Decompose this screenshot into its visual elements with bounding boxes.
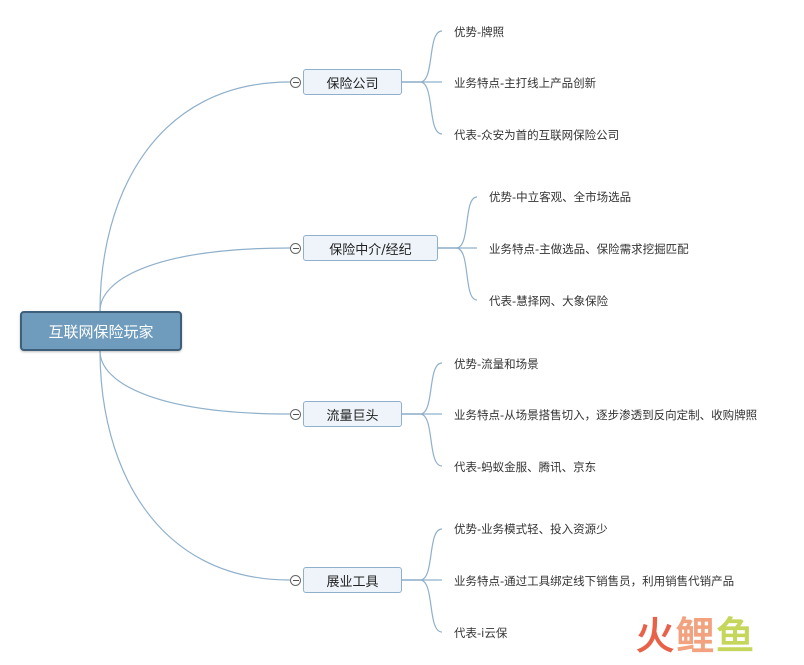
branch-leaf-connector	[402, 362, 443, 415]
root-branch-connector	[99, 350, 291, 581]
collapse-toggle-icon[interactable]	[290, 409, 301, 420]
watermark-char: 鱼	[716, 614, 757, 658]
root-node[interactable]: 互联网保险玩家	[20, 311, 182, 351]
branch-leaf-connector	[402, 30, 443, 83]
branch-leaf-connector	[402, 81, 443, 135]
collapse-toggle-icon[interactable]	[290, 575, 301, 586]
leaf-representative[interactable]: 代表-i云保	[454, 626, 508, 640]
branch-leaf-connector	[438, 247, 478, 301]
watermark-char: 鲤	[676, 614, 717, 658]
leaf-business-feature[interactable]: 业务特点-主做选品、保险需求挖掘匹配	[489, 242, 689, 256]
leaf-advantage[interactable]: 优势-中立客观、全市场选品	[489, 190, 632, 204]
branch-node-insurance-company[interactable]: 保险公司	[303, 69, 402, 95]
branch-leaf-connector	[402, 413, 443, 467]
leaf-representative[interactable]: 代表-众安为首的互联网保险公司	[454, 128, 620, 142]
branch-leaf-connector	[402, 579, 443, 633]
watermark-char: 火	[636, 614, 677, 658]
leaf-business-feature[interactable]: 业务特点-从场景搭售切入，逐步渗透到反向定制、收购牌照	[454, 408, 758, 422]
branch-node-sales-tools[interactable]: 展业工具	[303, 567, 402, 593]
collapse-toggle-icon[interactable]	[290, 77, 301, 88]
watermark-logo: 火鲤鱼	[636, 614, 756, 658]
leaf-advantage[interactable]: 优势-牌照	[454, 25, 505, 39]
branch-leaf-connector	[402, 528, 443, 581]
collapse-toggle-icon[interactable]	[290, 243, 301, 254]
leaf-representative[interactable]: 代表-慧择网、大象保险	[489, 294, 609, 308]
leaf-representative[interactable]: 代表-蚂蚁金服、腾讯、京东	[454, 460, 597, 474]
leaf-advantage[interactable]: 优势-流量和场景	[454, 357, 539, 371]
branch-node-traffic-giants[interactable]: 流量巨头	[303, 401, 402, 427]
branch-leaf-connector	[438, 196, 478, 249]
leaf-business-feature[interactable]: 业务特点-通过工具绑定线下销售员，利用销售代销产品	[454, 574, 735, 588]
leaf-advantage[interactable]: 优势-业务模式轻、投入资源少	[454, 522, 608, 536]
root-branch-connector	[99, 81, 291, 312]
branch-node-insurance-broker[interactable]: 保险中介/经纪	[303, 235, 438, 261]
root-branch-connector	[99, 247, 291, 312]
leaf-business-feature[interactable]: 业务特点-主打线上产品创新	[454, 76, 597, 90]
root-branch-connector	[99, 350, 291, 415]
